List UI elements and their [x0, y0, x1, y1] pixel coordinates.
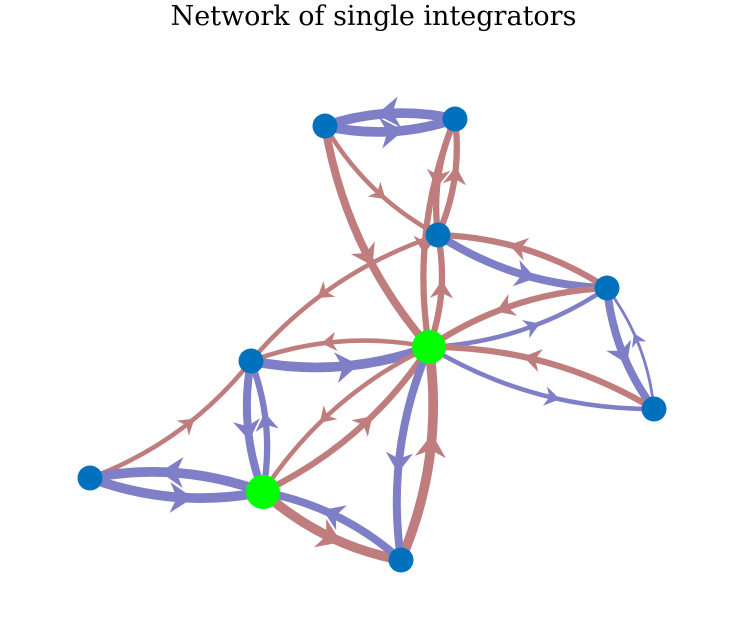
- edge-arrowhead: [255, 412, 279, 432]
- edge-arrowhead: [632, 333, 647, 348]
- edge-arrowhead: [314, 518, 342, 548]
- edge-line: [322, 123, 441, 238]
- edge-arrowhead: [169, 482, 193, 513]
- node-F: [238, 348, 264, 374]
- edge-arrowhead: [414, 434, 446, 459]
- edge-arrowhead: [522, 320, 540, 339]
- edge-arrowhead: [351, 416, 373, 437]
- edge-E-J: [385, 343, 433, 564]
- edge-arrowhead: [333, 352, 359, 383]
- edge-arrowhead: [317, 281, 336, 298]
- edge-line: [420, 115, 459, 351]
- edge-line: [248, 338, 432, 364]
- edge-arrowhead: [321, 331, 338, 352]
- edge-line: [259, 488, 405, 564]
- node-C: [425, 222, 451, 248]
- edge-J-I: [259, 488, 405, 564]
- edge-line: [434, 231, 611, 292]
- edge-line: [85, 473, 268, 503]
- edge-F-E: [246, 342, 434, 383]
- edge-A-C: [322, 123, 441, 238]
- edge-E-F: [248, 331, 432, 364]
- edge-D-C: [434, 231, 611, 292]
- edge-G-D: [605, 286, 656, 411]
- edge-arrowhead: [378, 117, 404, 149]
- edge-C-F: [248, 232, 441, 364]
- edge-arrowhead: [350, 241, 375, 266]
- edge-arrowhead: [523, 349, 543, 372]
- edge-arrowhead: [376, 96, 402, 128]
- edge-B-A: [320, 96, 460, 131]
- edge-line: [425, 343, 658, 413]
- node-I: [246, 475, 280, 509]
- node-A: [312, 113, 338, 139]
- edge-arrowhead: [233, 418, 260, 441]
- edge-line: [426, 285, 610, 350]
- edge-I-E: [259, 343, 433, 496]
- edge-arrowhead: [367, 181, 386, 199]
- edge-arrowhead: [322, 505, 347, 531]
- edge-A-E: [321, 122, 433, 351]
- node-D: [594, 275, 620, 301]
- edge-D-G: [603, 284, 658, 413]
- edge-H-F: [87, 358, 254, 481]
- page-title: Network of single integrators: [170, 1, 577, 32]
- node-G: [641, 396, 667, 422]
- edge-arrowhead: [442, 166, 467, 186]
- edge-G-E: [425, 343, 658, 413]
- edge-arrowhead: [160, 457, 184, 488]
- edge-E-G: [426, 344, 657, 412]
- edge-arrowhead: [429, 280, 454, 299]
- nodes-layer: [77, 106, 667, 573]
- edges-layer: [85, 96, 658, 565]
- node-J: [388, 547, 414, 573]
- edge-line: [87, 358, 254, 481]
- edge-C-B: [434, 115, 467, 239]
- edge-H-I: [85, 473, 268, 513]
- edge-line: [396, 342, 439, 565]
- edge-arrowhead: [512, 260, 536, 287]
- edge-line: [85, 467, 268, 497]
- edge-line: [248, 232, 441, 364]
- edge-J-E: [396, 342, 446, 565]
- node-H: [77, 465, 103, 491]
- node-B: [442, 106, 468, 132]
- edge-arrowhead: [176, 418, 195, 436]
- edge-D-E: [425, 284, 611, 351]
- edge-arrowhead: [319, 405, 338, 423]
- edge-arrowhead: [509, 237, 530, 261]
- edge-line: [260, 344, 432, 495]
- edge-line: [246, 342, 434, 373]
- edge-line: [259, 343, 433, 496]
- edge-line: [321, 122, 433, 351]
- edge-line: [426, 344, 657, 412]
- edge-line: [425, 284, 611, 351]
- edge-E-I: [260, 344, 432, 495]
- edge-line: [258, 487, 406, 565]
- edge-E-C: [425, 231, 454, 351]
- edge-line: [392, 343, 433, 564]
- edge-arrowhead: [542, 386, 560, 406]
- node-E: [412, 330, 446, 364]
- edge-I-H: [85, 457, 268, 497]
- edge-arrowhead: [385, 451, 413, 473]
- edge-A-B: [320, 114, 460, 149]
- edge-arrowhead: [606, 339, 631, 364]
- edge-line: [605, 286, 656, 411]
- edge-I-J: [258, 487, 406, 565]
- edge-E-D: [426, 285, 610, 350]
- edge-arrowhead: [496, 294, 518, 316]
